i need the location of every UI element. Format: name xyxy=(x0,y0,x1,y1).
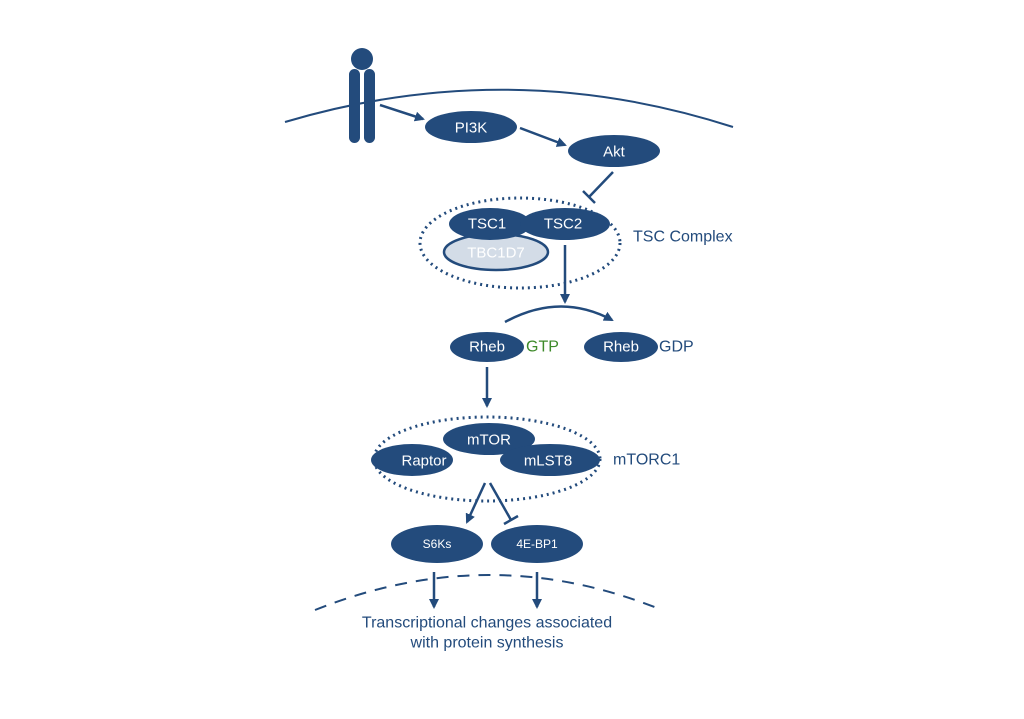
node-4ebp1: 4E-BP1 xyxy=(491,525,583,563)
label-gtp: GTP xyxy=(526,339,559,356)
node-tsc1: TSC1 xyxy=(449,208,531,240)
svg-text:mTOR: mTOR xyxy=(467,432,511,449)
outcome-text-line2: with protein synthesis xyxy=(410,635,564,652)
node-s6ks: S6Ks xyxy=(391,525,483,563)
svg-text:4E-BP1: 4E-BP1 xyxy=(516,537,558,551)
svg-text:Rheb: Rheb xyxy=(469,339,505,356)
inhibit-akt-tsc2 xyxy=(582,171,614,204)
arrow-receptor-pi3k xyxy=(379,103,425,122)
receptor-icon xyxy=(349,48,375,143)
svg-text:TBC1D7: TBC1D7 xyxy=(467,245,525,262)
node-tbc1d7: TBC1D7 xyxy=(442,232,550,272)
svg-text:Rheb: Rheb xyxy=(603,339,639,356)
node-mlst8: mLST8 xyxy=(500,444,600,476)
arrow-pi3k-akt xyxy=(519,126,567,147)
mtorc1-boundary xyxy=(372,415,602,503)
label-mtorc1: mTORC1 xyxy=(613,452,680,469)
nuclear-membrane xyxy=(314,574,663,611)
node-tsc2: TSC2 xyxy=(520,208,610,240)
svg-text:mLST8: mLST8 xyxy=(524,453,572,470)
node-mtor: mTOR xyxy=(443,423,535,455)
label-gdp: GDP xyxy=(659,339,694,356)
inhibit-mtorc1-4ebp1 xyxy=(488,482,519,526)
cell-membrane xyxy=(284,88,734,128)
svg-text:TSC2: TSC2 xyxy=(544,216,582,233)
outcome-text-line1: Transcriptional changes associated xyxy=(362,615,612,632)
svg-text:TSC1: TSC1 xyxy=(468,216,506,233)
node-raptor: Raptor xyxy=(371,444,453,476)
node-rheb-gdp: Rheb xyxy=(584,332,658,362)
svg-text:Raptor: Raptor xyxy=(401,453,446,470)
node-akt: Akt xyxy=(568,135,660,167)
arrow-gtp-to-gdp xyxy=(504,305,614,324)
svg-text:Akt: Akt xyxy=(603,144,626,161)
label-tsc-complex: TSC Complex xyxy=(633,229,733,246)
svg-text:S6Ks: S6Ks xyxy=(423,537,452,551)
svg-text:PI3K: PI3K xyxy=(455,120,488,137)
node-pi3k: PI3K xyxy=(425,111,517,143)
tsc-complex-boundary xyxy=(418,196,622,290)
arrow-mtorc1-s6ks xyxy=(465,482,487,524)
node-rheb-gtp: Rheb xyxy=(450,332,524,362)
